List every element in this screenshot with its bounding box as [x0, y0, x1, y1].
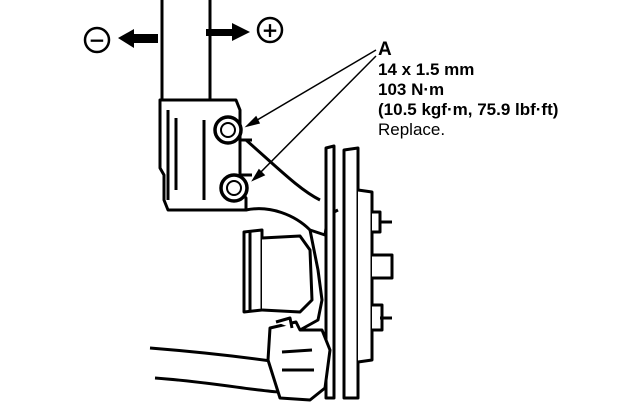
- direction-indicator-minus: −: [83, 26, 111, 54]
- bolt-a-lower: [219, 173, 249, 203]
- direction-indicator-plus: +: [256, 16, 284, 44]
- bolt-a-upper: [213, 115, 243, 145]
- replace-note: Replace.: [378, 120, 446, 139]
- callout-leader-lines: [244, 49, 377, 182]
- steering-knuckle: [245, 138, 339, 332]
- bolt-size-label: 14 x 1.5 mm: [378, 60, 475, 79]
- callout-letter: A: [378, 39, 392, 60]
- minus-symbol: −: [89, 28, 106, 52]
- lower-arm: [149, 316, 332, 402]
- callout-specification: A 14 x 1.5 mm 103 N·m (10.5 kgf·m, 75.9 …: [378, 40, 558, 140]
- plus-symbol: +: [262, 18, 279, 42]
- arrow-left-icon: [118, 29, 158, 48]
- torque-nm-label: 103 N·m: [378, 80, 445, 99]
- drive-shaft-joint: [242, 228, 314, 314]
- strut-tube: [160, 0, 212, 100]
- arrow-right-icon: [206, 23, 250, 41]
- brake-disc: [324, 144, 394, 400]
- torque-alt-units-label: (10.5 kgf·m, 75.9 lbf·ft): [378, 100, 559, 119]
